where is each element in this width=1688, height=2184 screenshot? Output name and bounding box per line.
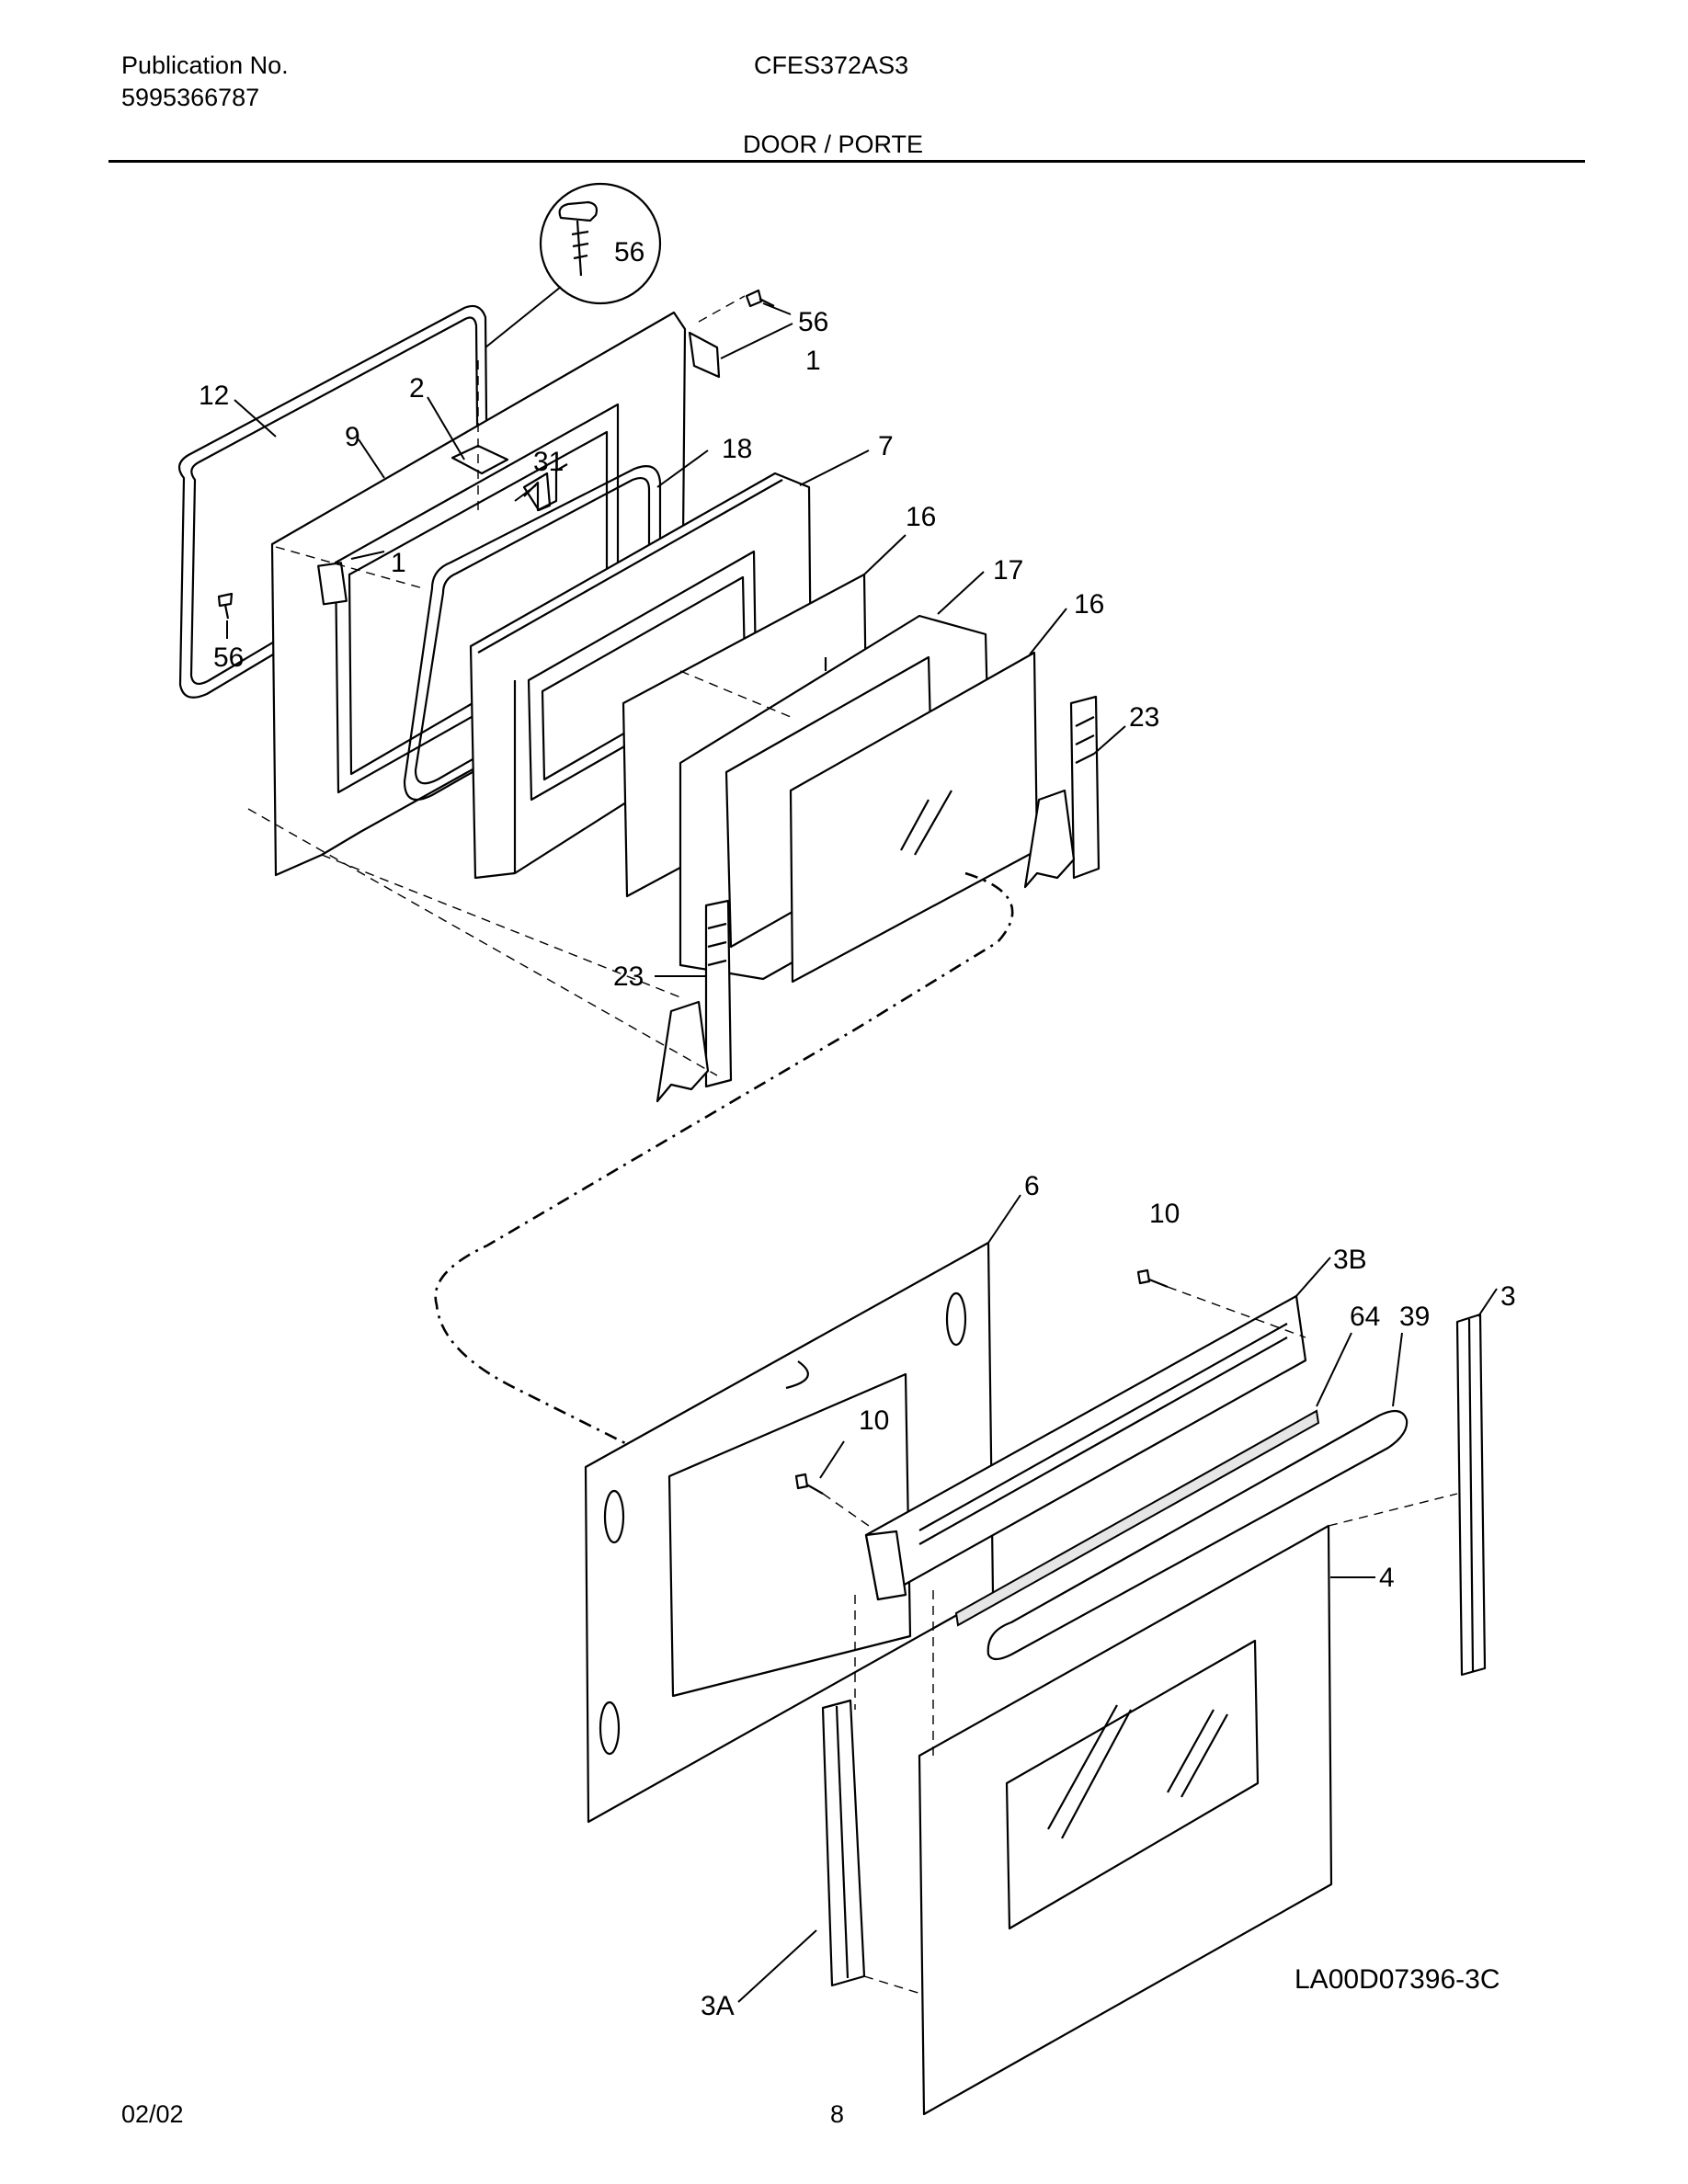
callout-31: 31 xyxy=(533,447,564,477)
callout-2: 2 xyxy=(409,373,425,404)
callout-3: 3 xyxy=(1500,1281,1516,1312)
screw-10-mid xyxy=(794,1473,824,1495)
callout-3A: 3A xyxy=(701,1991,735,2021)
callout-12: 12 xyxy=(199,381,229,411)
callout-23-right: 23 xyxy=(1129,702,1159,733)
section-title: DOOR / PORTE xyxy=(743,131,924,158)
publication-label: Publication No. xyxy=(121,51,289,79)
screw-detail-circle xyxy=(485,182,662,348)
callout-23-left: 23 xyxy=(613,961,644,992)
strip-64 xyxy=(954,1409,1320,1627)
callout-17: 17 xyxy=(993,555,1023,586)
model-number: CFES372AS3 xyxy=(754,51,909,79)
callout-7: 7 xyxy=(878,431,894,461)
callout-18: 18 xyxy=(722,434,752,464)
callout-1-left: 1 xyxy=(391,548,406,578)
header-rule xyxy=(108,160,1585,163)
hinge-23-left xyxy=(656,899,733,1103)
screw-10-top xyxy=(1136,1268,1169,1289)
callout-10: 10 xyxy=(1149,1199,1180,1229)
callout-39: 39 xyxy=(1399,1302,1430,1332)
callout-16: 16 xyxy=(906,502,936,532)
drawing-code: LA00D07396-3C xyxy=(1295,1964,1500,1995)
callout-56: 56 xyxy=(798,307,828,337)
handle-39 xyxy=(987,1409,1409,1661)
callout-1: 1 xyxy=(805,346,821,376)
leader-lines xyxy=(226,302,1498,2003)
callout-56-left: 56 xyxy=(213,643,244,673)
screw-56-left xyxy=(217,592,234,620)
glass-panel-4 xyxy=(918,1524,1333,2116)
footer-date: 02/02 xyxy=(121,2100,184,2128)
callout-64: 64 xyxy=(1350,1302,1380,1332)
hinge-23-right xyxy=(1023,695,1101,889)
callout-6: 6 xyxy=(1024,1171,1040,1201)
side-trim-3A xyxy=(821,1699,866,1987)
bracket-2 xyxy=(451,444,509,475)
page-number: 8 xyxy=(830,2100,845,2128)
callout-56-detail: 56 xyxy=(614,237,644,267)
bracket-1-top xyxy=(688,331,721,379)
side-trim-3 xyxy=(1455,1313,1487,1677)
callout-4: 4 xyxy=(1379,1563,1395,1593)
callout-3B: 3B xyxy=(1333,1245,1367,1275)
callout-labels: 56 56 1 12 2 9 31 18 7 1 16 17 16 56 23 … xyxy=(199,237,1516,2021)
callout-9: 9 xyxy=(345,422,360,452)
publication-number: 5995366787 xyxy=(121,84,260,111)
screw-56-top xyxy=(745,289,775,308)
inner-liner-9 xyxy=(270,311,687,877)
callout-10-mid: 10 xyxy=(859,1405,889,1436)
trim-3B xyxy=(864,1294,1307,1601)
callout-16-front: 16 xyxy=(1074,589,1104,620)
